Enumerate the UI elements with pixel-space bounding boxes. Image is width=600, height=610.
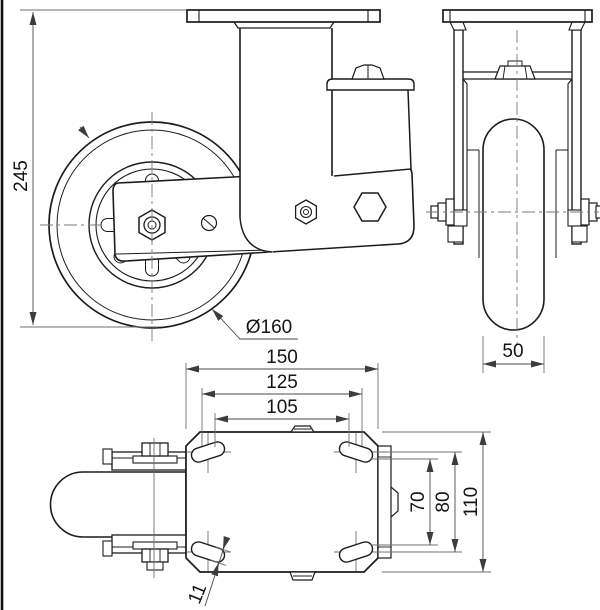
mounting-plate-bottom <box>185 431 379 573</box>
dim-slot-width: 11 <box>184 581 211 607</box>
front-view: 245 Ø160 <box>11 9 415 342</box>
grease-screw <box>200 214 218 232</box>
fork-inner-edge <box>115 249 271 255</box>
slot-hole-top-left <box>190 441 226 463</box>
fork-top-bolt <box>494 65 536 80</box>
dim-110-group: 110 <box>382 431 491 573</box>
fork-side <box>453 29 582 245</box>
dim-80-group: 80 <box>433 452 459 552</box>
dim-plate-length: 150 <box>266 347 298 368</box>
axle-hex-bolt <box>353 192 387 222</box>
dim-150-group: 150 <box>185 347 379 429</box>
dim-wheel-diameter: Ø160 <box>246 317 292 338</box>
dim-bolt-span-inner: 105 <box>266 397 298 418</box>
housing-cap <box>326 78 415 91</box>
dim-125-group: 125 <box>201 372 363 446</box>
dim-70-group: 70 <box>370 458 438 546</box>
fork-bottom <box>102 438 187 578</box>
dim-bolt-span-outer: 125 <box>266 372 298 393</box>
slot-hole-bottom-right <box>338 541 374 563</box>
side-bracket-bottom <box>377 445 399 559</box>
kingpin-nut <box>294 199 318 225</box>
dim-slot-span-inner: 70 <box>408 491 429 512</box>
wheel-side <box>482 118 545 331</box>
slot-hole-top-right <box>338 441 374 463</box>
mounting-plate-side <box>442 9 593 31</box>
bottom-view: 150 125 105 70 80 110 <box>49 347 491 607</box>
dim-diameter-group: Ø160 <box>78 125 298 340</box>
dim-overall-height: 245 <box>11 160 32 192</box>
swivel-housing <box>326 64 415 222</box>
dim-wheel-width: 50 <box>502 341 523 362</box>
wheel-bottom <box>49 471 187 538</box>
dim-50-group: 50 <box>482 336 545 373</box>
dim-245-group: 245 <box>11 9 186 328</box>
swivel-column <box>239 28 333 253</box>
side-view: 50 <box>426 9 600 373</box>
dim-plate-width: 110 <box>461 487 482 517</box>
mounting-plate-front <box>186 9 381 29</box>
dim-105-group: 105 <box>214 397 350 447</box>
slot-hole-bottom-left <box>190 541 226 563</box>
dim-slot-span-outer: 80 <box>433 491 454 512</box>
slot-holes <box>187 433 462 571</box>
